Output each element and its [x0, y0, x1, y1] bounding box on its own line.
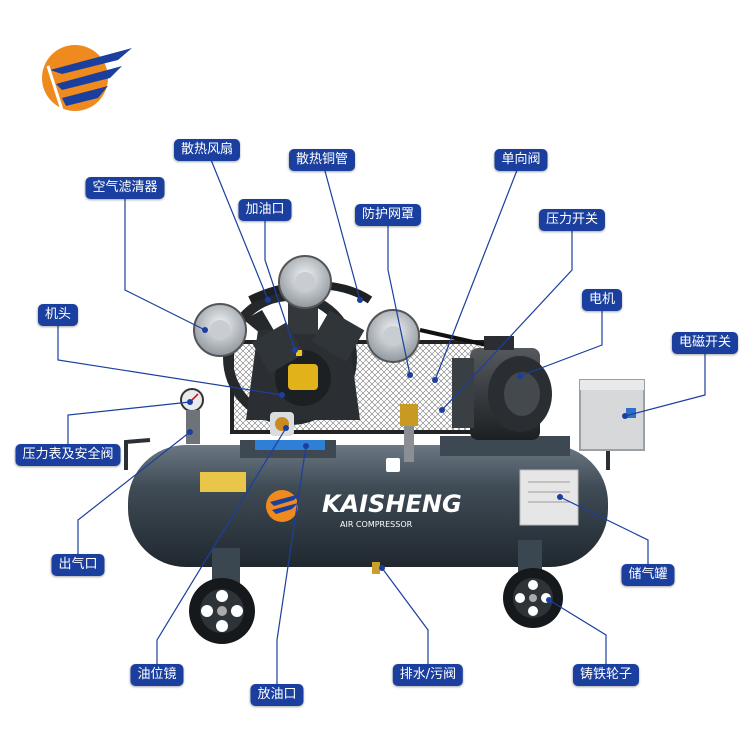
air-filter-right-icon	[366, 309, 420, 363]
leader-lines	[57, 149, 706, 695]
leader-dots	[187, 297, 628, 603]
wheel-right-icon	[503, 568, 563, 628]
label-magnetic-switch: 电磁开关	[671, 332, 739, 354]
air-filter-left-icon	[193, 303, 247, 357]
label-cooling-fan: 散热风扇	[173, 139, 241, 161]
tank-subtitle-text: AIR COMPRESSOR	[340, 520, 413, 529]
label-pressure-switch: 压力开关	[538, 209, 606, 231]
air-tank	[128, 445, 608, 567]
label-motor: 电机	[581, 289, 623, 311]
air-filter-top-icon	[278, 255, 332, 309]
label-copper-pipe: 散热铜管	[288, 149, 356, 171]
tank-logo-icon	[266, 490, 300, 522]
wheel-left-icon	[189, 578, 255, 644]
label-outlet: 出气口	[51, 554, 105, 576]
label-gauge-safety: 压力表及安全阀	[15, 444, 121, 466]
tank-brand-text: KAISHENG	[322, 490, 462, 518]
label-head: 机头	[37, 304, 79, 326]
label-tank: 储气罐	[621, 564, 675, 586]
magnetic-switch-box	[579, 379, 645, 451]
kaisheng-wing-logo-icon	[42, 45, 132, 111]
label-check-valve: 单向阀	[494, 149, 548, 171]
label-wheels: 铸铁轮子	[572, 664, 640, 686]
label-sight-glass: 油位镜	[130, 664, 184, 686]
label-guard: 防护网罩	[354, 204, 422, 226]
frame-rails	[124, 436, 610, 470]
label-air-filter: 空气滤清器	[85, 177, 165, 199]
pressure-switch-icon	[400, 404, 418, 462]
label-drain: 排水/污阀	[392, 664, 464, 686]
motor-icon	[452, 336, 552, 440]
label-oil-drain: 放油口	[250, 684, 304, 706]
label-oil-filler: 加油口	[238, 199, 292, 221]
